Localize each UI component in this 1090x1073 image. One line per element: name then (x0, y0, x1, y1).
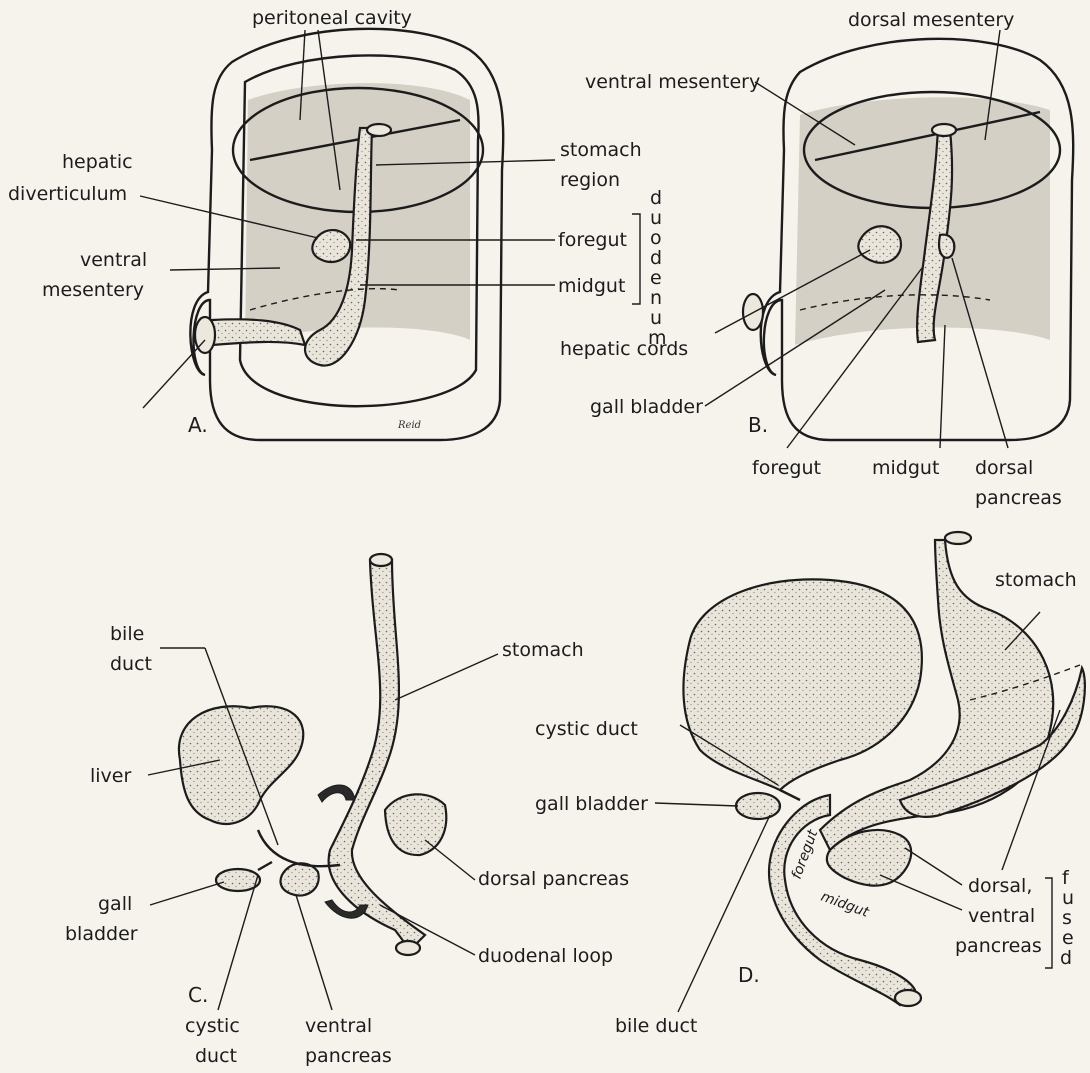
label-cystic-duct-d: cystic duct (535, 718, 638, 740)
label-ventral-a-2: mesentery (42, 279, 144, 301)
liver-d (683, 579, 921, 790)
dorsal-pancreas-b (939, 235, 954, 258)
label-cystic-duct-c: duct (195, 1045, 237, 1067)
panel-a: peritoneal cavity hepatic diverticulum s… (8, 7, 667, 440)
esophagus-opening-d (945, 532, 971, 544)
label-peritoneal-cavity: peritoneal cavity (252, 7, 412, 29)
duodenum-letter: o (650, 227, 662, 249)
esophagus-opening-a (367, 124, 391, 136)
label-dorsal-mesentery: dorsal mesentery (848, 9, 1014, 31)
label-liver: liver (90, 765, 131, 787)
duodenum-opening-d (895, 990, 921, 1006)
label-diverticulum: diverticulum (8, 183, 127, 205)
label-pancreas-c: pancreas (305, 1045, 392, 1067)
leader-gall-c (150, 882, 224, 905)
duodenum-letter: n (650, 287, 662, 309)
panel-d: stomach cystic duct gall bladder dorsal,… (535, 532, 1085, 1037)
label-hepatic-cords: hepatic cords (560, 338, 688, 360)
label-gall-bladder-b: gall bladder (590, 396, 703, 418)
panel-letter-b: B. (748, 413, 768, 437)
label-bladder-c: bladder (65, 923, 138, 945)
fused-vertical: f u s e d (1045, 867, 1074, 969)
panel-letter-d: D. (738, 963, 760, 987)
rotation-arrow-upper (318, 785, 355, 802)
label-stomach-c: stomach (502, 639, 584, 661)
fused-letter: s (1062, 907, 1072, 929)
label-foregut-a: foregut (558, 229, 627, 251)
cystic-duct-c (258, 862, 272, 870)
artist-signature: Reid (397, 420, 421, 431)
fused-letter: u (1062, 887, 1074, 909)
leader-gall-d (655, 803, 738, 806)
label-bile-duct-d: bile duct (615, 1015, 697, 1037)
label-foregut-b: foregut (752, 457, 821, 479)
leader-ventral-pancreas-c (296, 895, 332, 1010)
fused-letter: f (1062, 867, 1070, 889)
label-midgut-inner: midgut (819, 889, 872, 921)
label-ventral-c: ventral (305, 1015, 372, 1037)
duodenum-letter: u (650, 307, 662, 329)
cystic-duct-d (780, 790, 800, 800)
label-midgut-a: midgut (558, 275, 625, 297)
gall-bladder-c (216, 869, 260, 891)
duodenum-letter: d (650, 187, 662, 209)
panel-b: dorsal mesentery ventral mesentery hepat… (560, 9, 1073, 509)
panel-letter-a: A. (188, 413, 208, 437)
leader-dorsal-ventral-1 (905, 848, 962, 885)
label-midgut-b: midgut (872, 457, 939, 479)
leader-midgut-b (940, 325, 945, 448)
label-stomach-d: stomach (995, 569, 1077, 591)
gall-bladder-d (736, 793, 780, 819)
duodenum-letter: u (650, 207, 662, 229)
label-hepatic: hepatic (62, 151, 133, 173)
duodenum-bracket (632, 214, 640, 304)
label-gall-bladder-d: gall bladder (535, 793, 648, 815)
label-pancreas-b: pancreas (975, 487, 1062, 509)
leader-gall-b (705, 290, 885, 406)
duodenum-letter: d (650, 247, 662, 269)
leader-dorsal-ventral-2 (880, 875, 962, 910)
label-duodenal-loop: duodenal loop (478, 945, 613, 967)
duodenum-vertical: d u o d e n u m (632, 187, 667, 349)
label-ventral-mesentery-b: ventral mesentery (585, 71, 760, 93)
label-cystic-c: cystic (185, 1015, 240, 1037)
fused-letter: d (1060, 947, 1072, 969)
label-bile: bile (110, 623, 144, 645)
duodenum-opening-c (396, 941, 420, 955)
leader-cystic-c (218, 875, 258, 1010)
esophagus-opening-c (370, 554, 392, 566)
leader-dorsal-pancreas-c (425, 840, 475, 880)
label-stomach-region-2: region (560, 169, 620, 191)
ventral-pancreas-c (281, 863, 319, 895)
label-gall-c: gall (98, 893, 132, 915)
leader-stomach-c (395, 654, 498, 700)
duodenum-letter: e (650, 267, 662, 289)
label-ventral-d: ventral (968, 905, 1035, 927)
label-dorsal-d: dorsal, (968, 875, 1032, 897)
leader-opening-a (143, 340, 205, 408)
hepatic-diverticulum-a (312, 230, 350, 262)
fused-letter: e (1062, 927, 1074, 949)
label-pancreas-d: pancreas (955, 935, 1042, 957)
esophagus-opening-b (932, 124, 956, 136)
fused-bracket (1045, 878, 1052, 968)
stomach-duodenum-c (329, 560, 425, 950)
label-duct: duct (110, 653, 152, 675)
label-dorsal-pancreas-c: dorsal pancreas (478, 868, 629, 890)
label-dorsal-b: dorsal (975, 457, 1033, 479)
label-ventral-a-1: ventral (80, 249, 147, 271)
panel-letter-c: C. (188, 983, 208, 1007)
label-stomach-region-1: stomach (560, 139, 642, 161)
dorsal-pancreas-c (385, 794, 446, 855)
